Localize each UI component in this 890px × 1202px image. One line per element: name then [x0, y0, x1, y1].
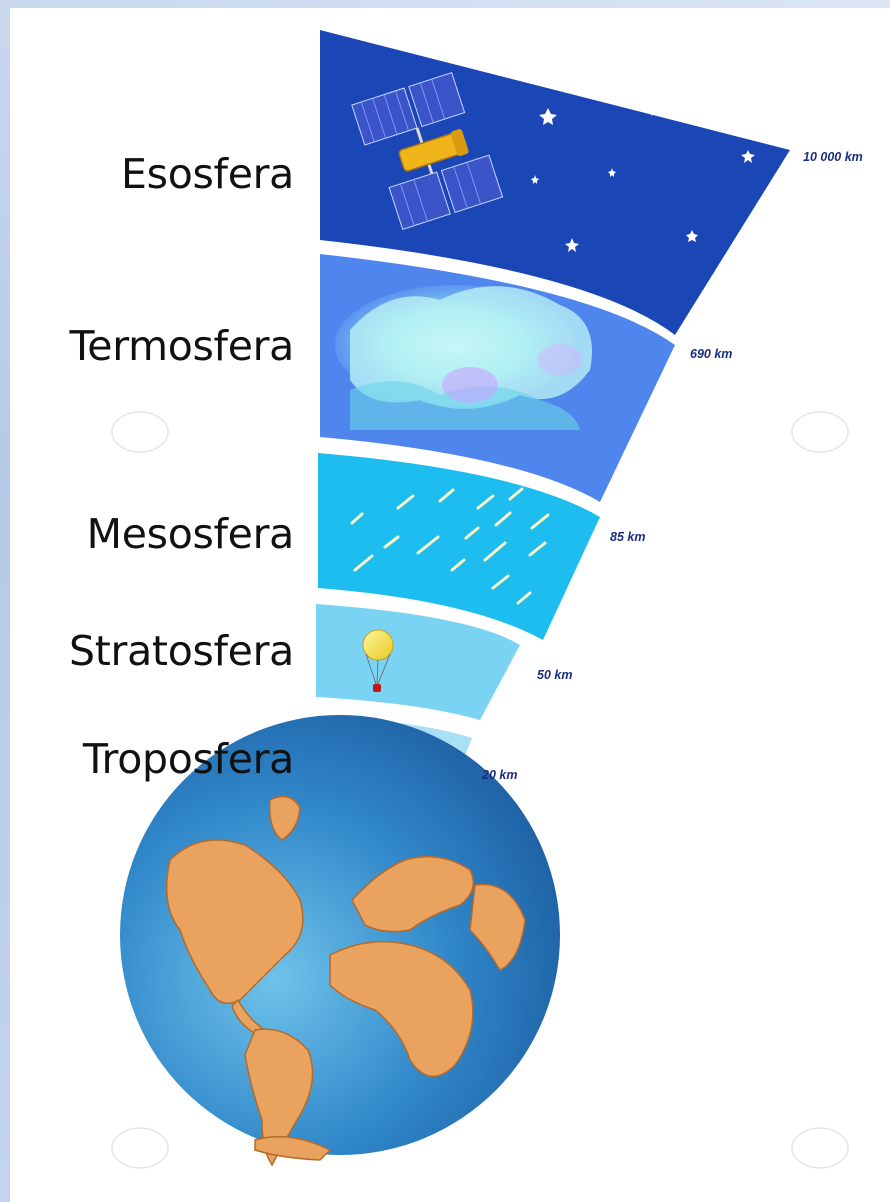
- altitude-termosfera: 690 km: [690, 347, 733, 361]
- altitude-mesosfera: 85 km: [610, 530, 646, 544]
- satellite-icon: [351, 71, 504, 231]
- label-troposfera: Troposfera: [82, 735, 294, 783]
- earth-globe-icon: [120, 715, 560, 1167]
- stratosfera-band: [316, 604, 520, 720]
- altitude-troposfera: 20 km: [482, 768, 518, 782]
- label-esosfera: Esosfera: [121, 150, 294, 198]
- meteor-icon: [350, 487, 550, 605]
- label-mesosfera: Mesosfera: [86, 510, 295, 558]
- altitude-stratosfera: 50 km: [537, 668, 573, 682]
- altitude-esosfera: 10 000 km: [803, 150, 863, 164]
- left-frame-edge: [0, 0, 10, 1202]
- star-field: [531, 102, 755, 252]
- top-frame-edge: [0, 0, 890, 8]
- label-stratosfera: Stratosfera: [69, 627, 294, 675]
- aurora-icon: [335, 285, 592, 430]
- label-termosfera: Termosfera: [69, 322, 295, 370]
- watermark-marks: [111, 411, 849, 1169]
- weather-balloon-icon: [362, 629, 394, 692]
